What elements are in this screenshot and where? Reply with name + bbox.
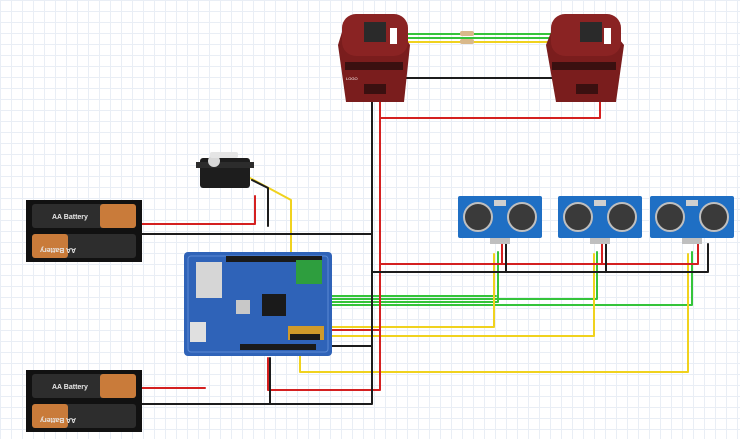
wire-red-battery-top bbox=[139, 195, 256, 225]
transducer-left-3 bbox=[655, 202, 685, 232]
digital-header bbox=[226, 256, 322, 262]
radio-module-right bbox=[580, 22, 602, 42]
battery-pack-bottom[interactable]: AA Battery AA Battery bbox=[26, 370, 142, 432]
transducer-left-1 bbox=[463, 202, 493, 232]
sensor-pins-3 bbox=[682, 238, 702, 244]
sensor-pins-2 bbox=[590, 238, 610, 244]
wire-black-sensors bbox=[371, 243, 709, 273]
resistor-2 bbox=[460, 39, 474, 44]
arduino-board[interactable] bbox=[184, 252, 332, 356]
radio-board-right[interactable] bbox=[546, 14, 624, 102]
header-pins-right bbox=[552, 62, 616, 70]
transducer-right-3 bbox=[699, 202, 729, 232]
transducer-right-2 bbox=[607, 202, 637, 232]
wire-green-bus-4 bbox=[308, 251, 693, 306]
battery-label-top-2: AA Battery bbox=[40, 246, 76, 253]
servo-motor[interactable] bbox=[196, 152, 254, 188]
wire-red-sensors bbox=[379, 243, 699, 265]
analog-header bbox=[240, 344, 316, 350]
ultrasonic-sensor-3[interactable] bbox=[650, 196, 734, 244]
microcontroller-chip bbox=[262, 294, 286, 316]
wire-red-radio bbox=[267, 95, 381, 391]
battery-label-top-1: AA Battery bbox=[52, 214, 88, 221]
ultrasonic-sensor-1[interactable] bbox=[458, 196, 542, 244]
board-mark-left: LOGO bbox=[346, 76, 358, 81]
wire-red-radio-right bbox=[379, 95, 601, 119]
radio-board-left[interactable]: LOGO bbox=[338, 14, 410, 102]
green-terminal-block bbox=[296, 260, 322, 284]
black-wires bbox=[139, 77, 709, 405]
ultrasonic-sensor-2[interactable] bbox=[558, 196, 642, 244]
radio-module-left bbox=[364, 22, 386, 42]
usb-port bbox=[196, 262, 222, 298]
transducer-right-1 bbox=[507, 202, 537, 232]
wire-green-bus-3 bbox=[305, 251, 598, 300]
battery-label-bottom-1: AA Battery bbox=[52, 384, 88, 391]
resistor-1 bbox=[460, 31, 474, 36]
sensor-pins-1 bbox=[490, 238, 510, 244]
battery-pack-top[interactable]: AA Battery AA Battery bbox=[26, 200, 142, 262]
red-wires bbox=[139, 95, 699, 391]
battery-label-bottom-2: AA Battery bbox=[40, 416, 76, 423]
header-pins-left bbox=[345, 62, 403, 70]
wire-black-servo bbox=[251, 179, 269, 227]
resistors bbox=[460, 31, 474, 44]
transducer-left-2 bbox=[563, 202, 593, 232]
wire-black-radio-left bbox=[269, 95, 373, 405]
wire-yellow-sensor-2 bbox=[295, 253, 595, 337]
wire-yellow-servo bbox=[249, 177, 292, 259]
